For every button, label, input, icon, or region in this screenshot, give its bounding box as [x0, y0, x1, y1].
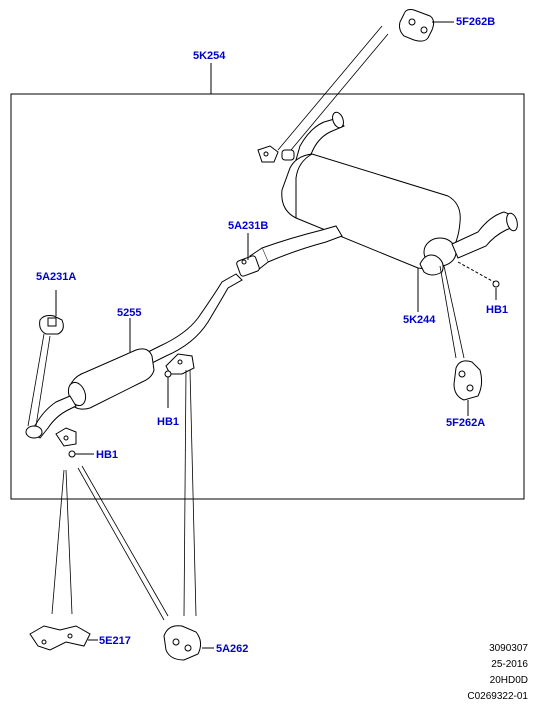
callout-5A231B[interactable]: 5A231B	[228, 220, 269, 232]
callout-5255[interactable]: 5255	[117, 307, 142, 319]
center-muffler-5255	[67, 348, 155, 410]
insulator-5F262A	[453, 360, 483, 401]
ref-code-3: 20HD0D	[489, 675, 528, 686]
assembly-frame	[10, 93, 525, 500]
ref-code-4: C0269322-01	[467, 691, 528, 702]
clamp-5A231A	[39, 315, 64, 335]
insulator-5F262B	[399, 9, 435, 42]
ref-code-2: 25-2016	[491, 659, 528, 670]
insulator-5A262	[163, 625, 202, 661]
rear-silencer-5K244	[281, 153, 461, 276]
bolt-hb1-left	[68, 450, 94, 458]
callout-hb1-left[interactable]: HB1	[96, 449, 119, 461]
front-pipe	[139, 273, 243, 367]
callout-5K254[interactable]: 5K254	[193, 50, 226, 62]
tailpipe-upper	[295, 111, 345, 165]
bolt-hb1-center	[164, 370, 172, 388]
clamp-5A231B	[236, 255, 260, 277]
callout-hb1-center[interactable]: HB1	[157, 416, 180, 428]
callout-5F262B[interactable]: 5F262B	[456, 16, 496, 28]
callout-hb1-right[interactable]: HB1	[486, 304, 509, 316]
inlet-flange	[25, 425, 43, 439]
tailpipe-right	[451, 211, 518, 259]
callout-5A262[interactable]: 5A262	[216, 643, 249, 655]
bracket-5E217	[29, 625, 91, 651]
callout-5E217[interactable]: 5E217	[99, 635, 131, 647]
hanger-bracket-lower	[55, 427, 77, 447]
callout-5A231A[interactable]: 5A231A	[36, 271, 77, 283]
callout-5F262A[interactable]: 5F262A	[446, 417, 486, 429]
bolt-hb1-right	[492, 280, 500, 288]
ref-code-1: 3090307	[489, 643, 528, 654]
intermediate-pipe	[261, 225, 343, 263]
hanger-bracket-upper	[257, 145, 295, 163]
callout-5K244[interactable]: 5K244	[403, 314, 436, 326]
